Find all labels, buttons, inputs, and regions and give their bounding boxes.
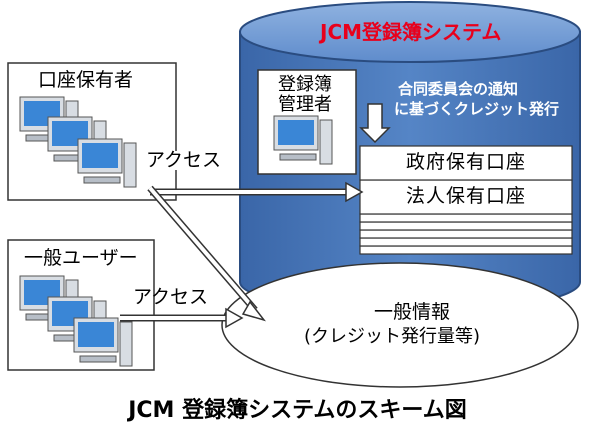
- access-label-lower: アクセス: [133, 286, 209, 308]
- manager-label-line1: 登録簿: [278, 74, 332, 95]
- diagram-caption: JCM 登録簿システムのスキーム図: [128, 398, 467, 423]
- corporate-account-sheet: [359, 179, 573, 215]
- public-info-line2: (クレジット発行量等): [304, 326, 481, 347]
- notice-line1: 合同委員会の通知: [398, 80, 519, 98]
- desktop-computer-icon: [77, 138, 137, 188]
- manager-computer: [273, 115, 333, 165]
- access-label-upper: アクセス: [146, 149, 222, 171]
- public-info-ellipse: [221, 262, 579, 388]
- account-holder-computers: [19, 96, 137, 188]
- notice-arrow: [359, 103, 391, 144]
- general-user-computers: [19, 275, 133, 367]
- manager-label-line2: 管理者: [278, 94, 332, 115]
- desktop-computer-icon: [273, 115, 333, 165]
- public-info-line1: 一般情報: [374, 301, 451, 323]
- desktop-computer-icon: [73, 317, 133, 367]
- notice-line2: に基づくクレジット発行: [394, 100, 560, 118]
- account-sheets-stack: [359, 145, 573, 255]
- general-users-label: 一般ユーザー: [24, 247, 138, 269]
- government-account-sheet: [359, 145, 573, 181]
- access-arrow-1: [150, 181, 364, 203]
- access-arrow-2: [147, 185, 267, 322]
- access-arrow-3: [120, 307, 244, 329]
- corporate-account-label: 法人保有口座: [405, 185, 526, 207]
- system-title: JCM登録簿システム: [320, 20, 502, 44]
- account-holders-label: 口座保有者: [38, 69, 134, 91]
- government-account-label: 政府保有口座: [405, 151, 526, 173]
